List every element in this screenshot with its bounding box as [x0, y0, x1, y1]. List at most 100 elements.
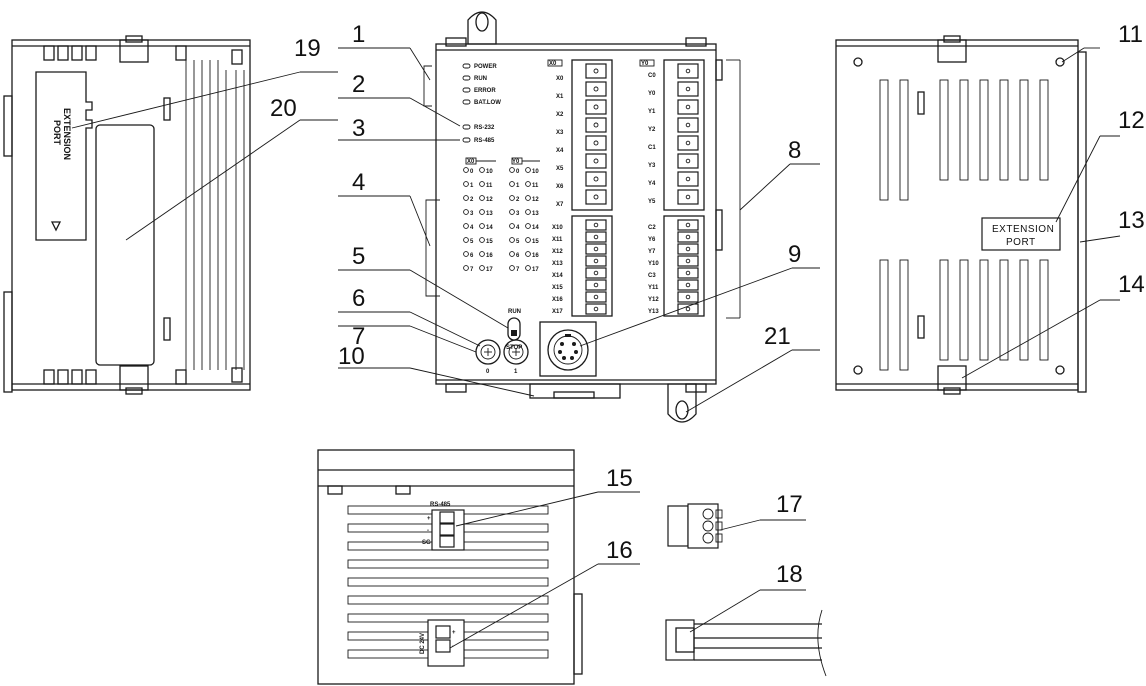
vent-slot — [999, 259, 1009, 361]
led-rs232-label: RS-232 — [474, 125, 495, 131]
io-led-number: 12 — [486, 197, 493, 203]
terminal-hole — [685, 158, 691, 164]
io-led-number: 1 — [470, 183, 474, 189]
terminal-screw — [677, 291, 699, 303]
output-label: C3 — [648, 273, 656, 279]
io-led-number: 5 — [470, 239, 474, 245]
vent-slot — [1019, 259, 1029, 361]
io-led — [463, 223, 469, 229]
rs485-pin-plus: + — [427, 516, 431, 522]
vent-slot — [999, 79, 1009, 181]
vent-slot — [879, 259, 889, 371]
io-led — [525, 223, 531, 229]
io-led-number: 15 — [532, 239, 539, 245]
io-led — [479, 209, 485, 215]
io-led-number: 4 — [516, 225, 520, 231]
callout-14: 14 — [1118, 271, 1145, 298]
input-label: X10 — [552, 225, 563, 231]
terminal-hole — [593, 282, 599, 288]
power-terminal[interactable]: DC 24V + - — [420, 619, 465, 667]
input-label: X3 — [556, 130, 564, 136]
run-stop-switch[interactable]: RUN STOP — [506, 309, 522, 351]
terminal-screw — [585, 117, 607, 133]
input-label: X5 — [556, 166, 564, 172]
comm-port[interactable] — [539, 321, 597, 377]
rs485-terminal-label: RS-485 — [430, 502, 451, 508]
callout-11: 11 — [1118, 21, 1143, 48]
terminal-screw — [677, 171, 699, 187]
vr-knob-0[interactable]: 0 — [475, 339, 501, 375]
vent-slot — [347, 595, 549, 605]
io-led — [509, 265, 515, 271]
terminal-hole — [593, 176, 599, 182]
status-led-group: POWER RUN ERROR BAT.LOW — [462, 63, 501, 106]
terminal-screw — [585, 63, 607, 79]
io-led-number: 2 — [470, 197, 474, 203]
rs485-terminal[interactable]: RS-485 + - SG — [422, 502, 465, 551]
io-led-number: 13 — [532, 211, 539, 217]
terminal-hole — [593, 306, 599, 312]
input-label: X2 — [556, 112, 564, 118]
terminal-hole — [593, 68, 599, 74]
terminal-hole — [593, 270, 599, 276]
output-label: Y2 — [648, 127, 656, 133]
terminal-screw — [585, 279, 607, 291]
vent-slot — [939, 79, 949, 181]
input-label: X6 — [556, 184, 564, 190]
power-pin-plus: + — [452, 630, 456, 636]
input-label: X11 — [552, 237, 563, 243]
callout-19: 19 — [294, 35, 321, 62]
io-led-number: 2 — [516, 197, 520, 203]
terminal-screw — [677, 99, 699, 115]
terminal-hole — [685, 282, 691, 288]
callout-20: 20 — [270, 95, 297, 122]
terminal-hole — [593, 222, 599, 228]
terminal-hole — [685, 68, 691, 74]
terminal-screw — [677, 279, 699, 291]
terminal-screw — [585, 267, 607, 279]
vr-knob-1[interactable]: 1 — [503, 339, 529, 375]
terminal-screw — [585, 153, 607, 169]
right-side-view: EXTENSION PORT — [835, 35, 1087, 395]
terminal-hole — [593, 258, 599, 264]
power-pin-minus: - — [452, 644, 454, 650]
left-ext-label-2: PORT — [52, 120, 62, 146]
output-label: Y0 — [648, 91, 656, 97]
io-led-number: 0 — [516, 169, 520, 175]
io-led — [479, 251, 485, 257]
io-led-number: 11 — [532, 183, 539, 189]
io-led — [509, 167, 515, 173]
io-led-number: 13 — [486, 211, 493, 217]
io-led-number: 6 — [470, 253, 474, 259]
io-led — [463, 167, 469, 173]
io-led — [525, 251, 531, 257]
vr-label-1: 1 — [514, 369, 518, 375]
io-led-y-header: Y0 — [512, 159, 520, 165]
terminal-hole — [593, 140, 599, 146]
vent-slot — [879, 79, 889, 201]
terminal-screw — [677, 219, 699, 231]
terminal-screw — [677, 303, 699, 315]
io-led — [463, 251, 469, 257]
terminal-hole — [685, 234, 691, 240]
io-led — [525, 209, 531, 215]
input-label: X16 — [552, 297, 563, 303]
vent-slot — [1039, 79, 1049, 181]
input-label: X17 — [552, 309, 563, 315]
output-label: Y12 — [648, 297, 659, 303]
io-led — [479, 223, 485, 229]
vent-slot — [899, 79, 909, 201]
io-led-number: 17 — [486, 267, 493, 273]
terminal-screw — [585, 243, 607, 255]
callout-4: 4 — [352, 169, 365, 196]
input-label: X1 — [556, 94, 564, 100]
terminal-hole — [685, 86, 691, 92]
io-led-number: 7 — [470, 267, 474, 273]
terminal-screw — [677, 63, 699, 79]
rs485-plug — [667, 503, 723, 549]
terminal-screw — [677, 267, 699, 279]
io-led-number: 6 — [516, 253, 520, 259]
